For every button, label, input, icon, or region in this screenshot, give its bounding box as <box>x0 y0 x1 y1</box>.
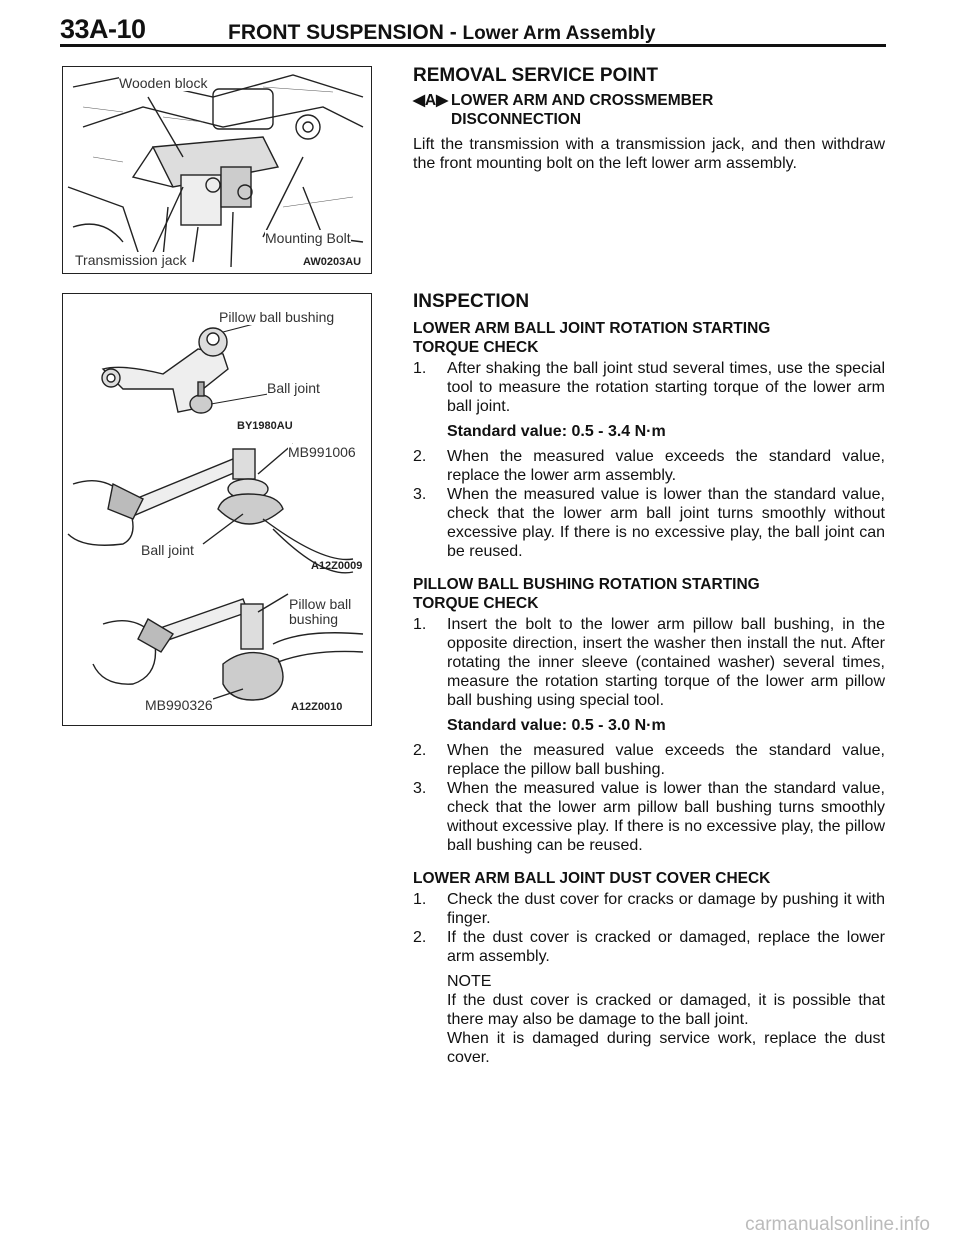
section-name: FRONT SUSPENSION - <box>228 21 463 44</box>
dust-cover-step-2: 2. If the dust cover is cracked or damage… <box>413 928 885 966</box>
step-number: 1. <box>413 616 427 633</box>
figure-code-by1980au: BY1980AU <box>237 420 293 432</box>
page-header: 33A-10 FRONT SUSPENSION - Lower Arm Asse… <box>60 14 890 50</box>
label-transmission-jack: Transmission jack <box>75 252 187 268</box>
step-text: When the measured value exceeds the stan… <box>447 448 885 484</box>
header-rule <box>60 44 886 47</box>
removal-subtitle-line2: DISCONNECTION <box>451 111 582 128</box>
removal-subtitle: ◀A▶ LOWER ARM AND CROSSMEMBER DISCONNECTI… <box>413 91 885 129</box>
label-ball-joint-2: Ball joint <box>141 542 194 558</box>
dust-cover-step-1: 1. Check the dust cover for cracks or dam… <box>413 890 885 928</box>
label-mounting-bolt: Mounting Bolt <box>265 230 351 246</box>
bushing-step-2: 2. When the measured value exceeds the st… <box>413 741 885 779</box>
service-point-marker: ◀A▶ <box>413 91 449 129</box>
figure-transmission-jack: Wooden block Mounting Bolt Transmission … <box>62 66 372 274</box>
note-line-2: When it is damaged during service work, … <box>447 1030 885 1066</box>
removal-subtitle-line1: LOWER ARM AND CROSSMEMBER <box>451 92 714 109</box>
step-text: After shaking the ball joint stud severa… <box>447 360 885 415</box>
ball-joint-step-2: 2. When the measured value exceeds the st… <box>413 447 885 485</box>
marker-letter: A <box>424 92 437 109</box>
step-text: When the measured value is lower than th… <box>447 780 885 854</box>
ball-joint-step-1: 1. After shaking the ball joint stud seve… <box>413 359 885 416</box>
step-text: If the dust cover is cracked or damaged,… <box>447 929 885 965</box>
step-text: When the measured value exceeds the stan… <box>447 742 885 778</box>
step-text: When the measured value is lower than th… <box>447 486 885 560</box>
label-pillow-ball: Pillow ball <box>289 596 352 612</box>
label-mb990326: MB990326 <box>145 697 213 713</box>
figure-inspection-panel: Pillow ball bushing Ball joint BY1980AU … <box>62 293 372 726</box>
label-pillow-ball-bushing: Pillow ball bushing <box>219 309 335 325</box>
bushing-step-3: 3. When the measured value is lower than … <box>413 779 885 855</box>
dust-cover-title: LOWER ARM BALL JOINT DUST COVER CHECK <box>413 870 771 887</box>
figure-transmission-jack-illustration <box>67 74 364 268</box>
ball-joint-title: LOWER ARM BALL JOINT ROTATION STARTING TO… <box>413 319 885 357</box>
step-number: 3. <box>413 780 427 797</box>
figure-inspection-illustration <box>67 318 364 701</box>
bushing-title: PILLOW BALL BUSHING ROTATION STARTING TOR… <box>413 575 885 613</box>
step-number: 2. <box>413 448 427 465</box>
figure-code-a12z0010: A12Z0010 <box>291 701 343 713</box>
ball-joint-title-line2: TORQUE CHECK <box>413 339 539 356</box>
ball-joint-title-line1: LOWER ARM BALL JOINT ROTATION STARTING <box>413 320 771 337</box>
step-number: 3. <box>413 486 427 503</box>
section-title: FRONT SUSPENSION - Lower Arm Assembly <box>228 21 655 45</box>
label-wooden-block: Wooden block <box>119 75 208 91</box>
removal-section: REMOVAL SERVICE POINT ◀A▶ LOWER ARM AND … <box>413 66 885 173</box>
ball-joint-step-3: 3. When the measured value is lower than … <box>413 485 885 561</box>
label-ball-joint: Ball joint <box>267 380 320 396</box>
bushing-standard: Standard value: 0.5 - 3.0 N·m <box>447 717 666 734</box>
step-text: Insert the bolt to the lower arm pillow … <box>447 616 885 709</box>
step-text: Check the dust cover for cracks or damag… <box>447 891 885 927</box>
inspection-section: INSPECTION LOWER ARM BALL JOINT ROTATION… <box>413 292 885 1067</box>
label-mb991006: MB991006 <box>288 444 356 460</box>
bushing-title-line1: PILLOW BALL BUSHING ROTATION STARTING <box>413 576 760 593</box>
step-number: 2. <box>413 929 427 946</box>
figure-code-a12z0009: A12Z0009 <box>311 560 363 572</box>
note-label: NOTE <box>447 973 492 990</box>
bushing-step-1: 1. Insert the bolt to the lower arm pillo… <box>413 615 885 710</box>
ball-joint-standard: Standard value: 0.5 - 3.4 N·m <box>447 423 666 440</box>
right-arrow-icon: ▶ <box>436 92 449 109</box>
note-line-1: If the dust cover is cracked or damaged,… <box>447 992 885 1028</box>
label-bushing: bushing <box>289 611 339 627</box>
removal-title: REMOVAL SERVICE POINT <box>413 65 658 86</box>
subsection-name: Lower Arm Assembly <box>462 23 656 44</box>
step-number: 1. <box>413 360 427 377</box>
bushing-title-line2: TORQUE CHECK <box>413 595 539 612</box>
figure-code: AW0203AU <box>303 256 362 268</box>
step-number: 2. <box>413 742 427 759</box>
page-number: 33A-10 <box>60 14 146 44</box>
left-arrow-icon: ◀ <box>413 92 425 109</box>
inspection-title: INSPECTION <box>413 291 530 312</box>
removal-body: Lift the transmission with a transmissio… <box>413 136 885 172</box>
step-number: 1. <box>413 891 427 908</box>
watermark: carmanualsonline.info <box>745 1214 930 1235</box>
